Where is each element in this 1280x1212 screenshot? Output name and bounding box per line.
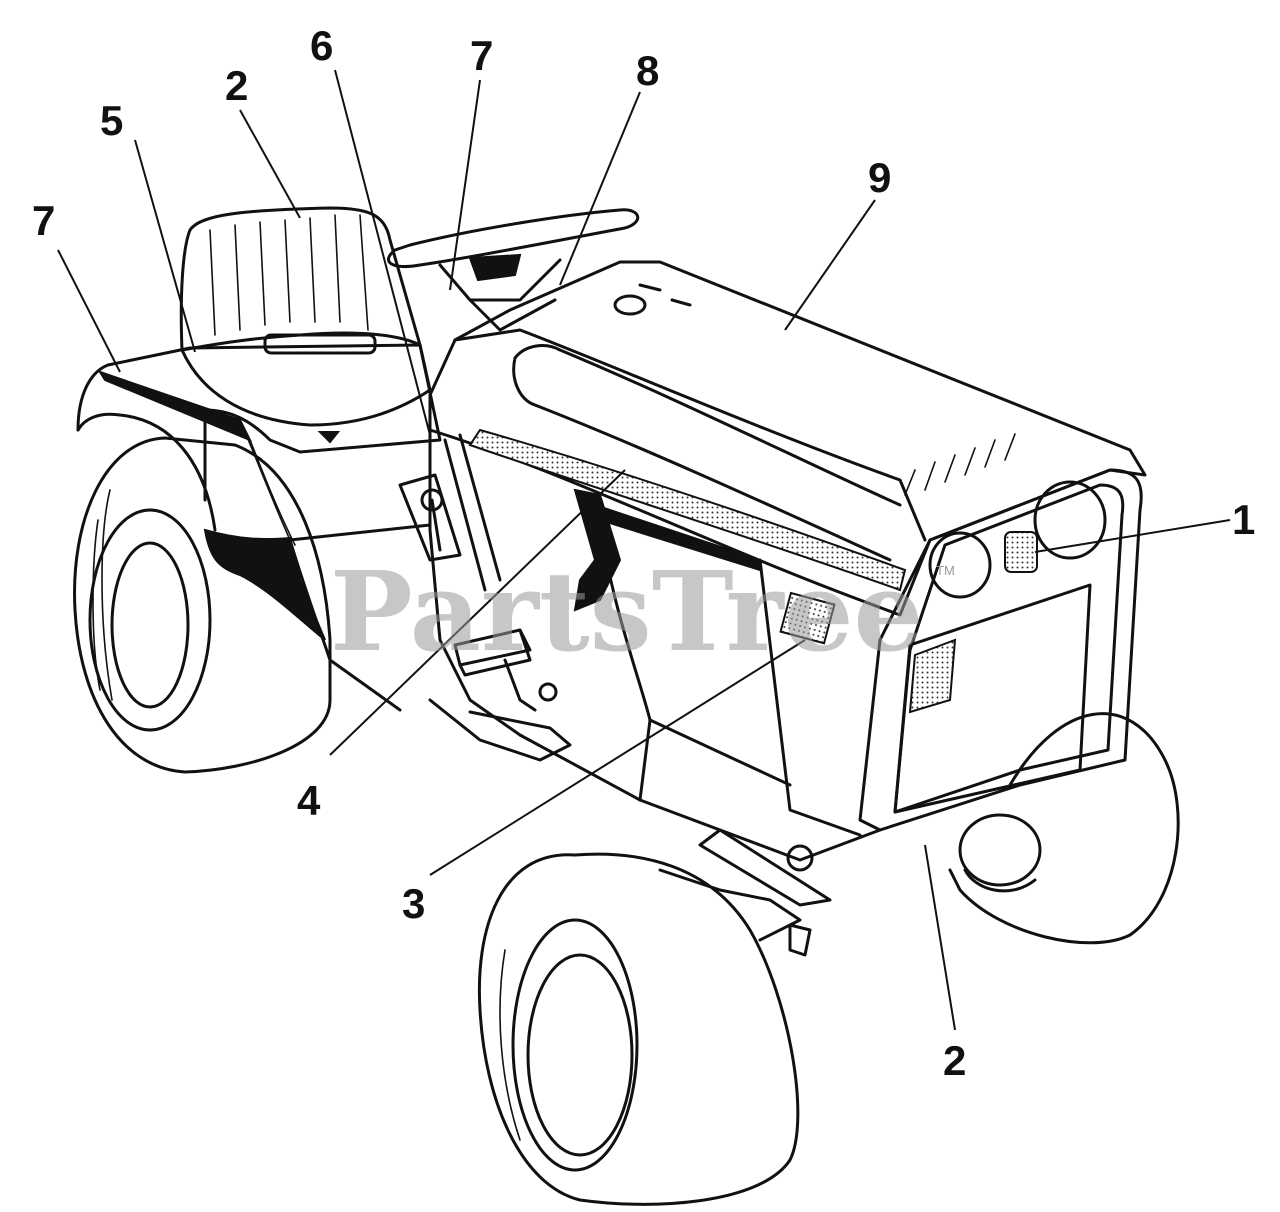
side-panel [428,428,882,872]
callout-8: 8 [636,47,659,94]
seat [179,206,432,444]
callout-4: 4 [297,777,321,824]
callout-leaders [57,69,1231,1031]
hood [428,260,1147,617]
callout-2-front: 2 [943,1037,966,1084]
watermark: PartsTree TM [330,547,955,676]
rear-fender [76,343,442,712]
callout-2-seat: 2 [225,62,248,109]
rear-left-wheel [73,436,332,774]
callout-1: 1 [1232,496,1255,543]
callout-3: 3 [402,880,425,927]
watermark-text: PartsTree [330,547,924,676]
callout-9: 9 [868,154,891,201]
callout-7-steering: 7 [470,32,493,79]
front-right-wheel [948,712,1180,945]
front-axle [658,828,832,957]
watermark-trademark: TM [936,563,955,578]
callout-6: 6 [310,22,333,69]
steering-wheel [387,208,639,332]
brake-pedal [428,628,572,762]
callout-5: 5 [100,97,123,144]
front-left-wheel [477,852,800,1206]
callout-numbers: 1 2 2 3 4 5 6 7 7 8 9 [32,22,1255,1084]
lift-lever [398,433,502,592]
callout-7-fender: 7 [32,197,55,244]
